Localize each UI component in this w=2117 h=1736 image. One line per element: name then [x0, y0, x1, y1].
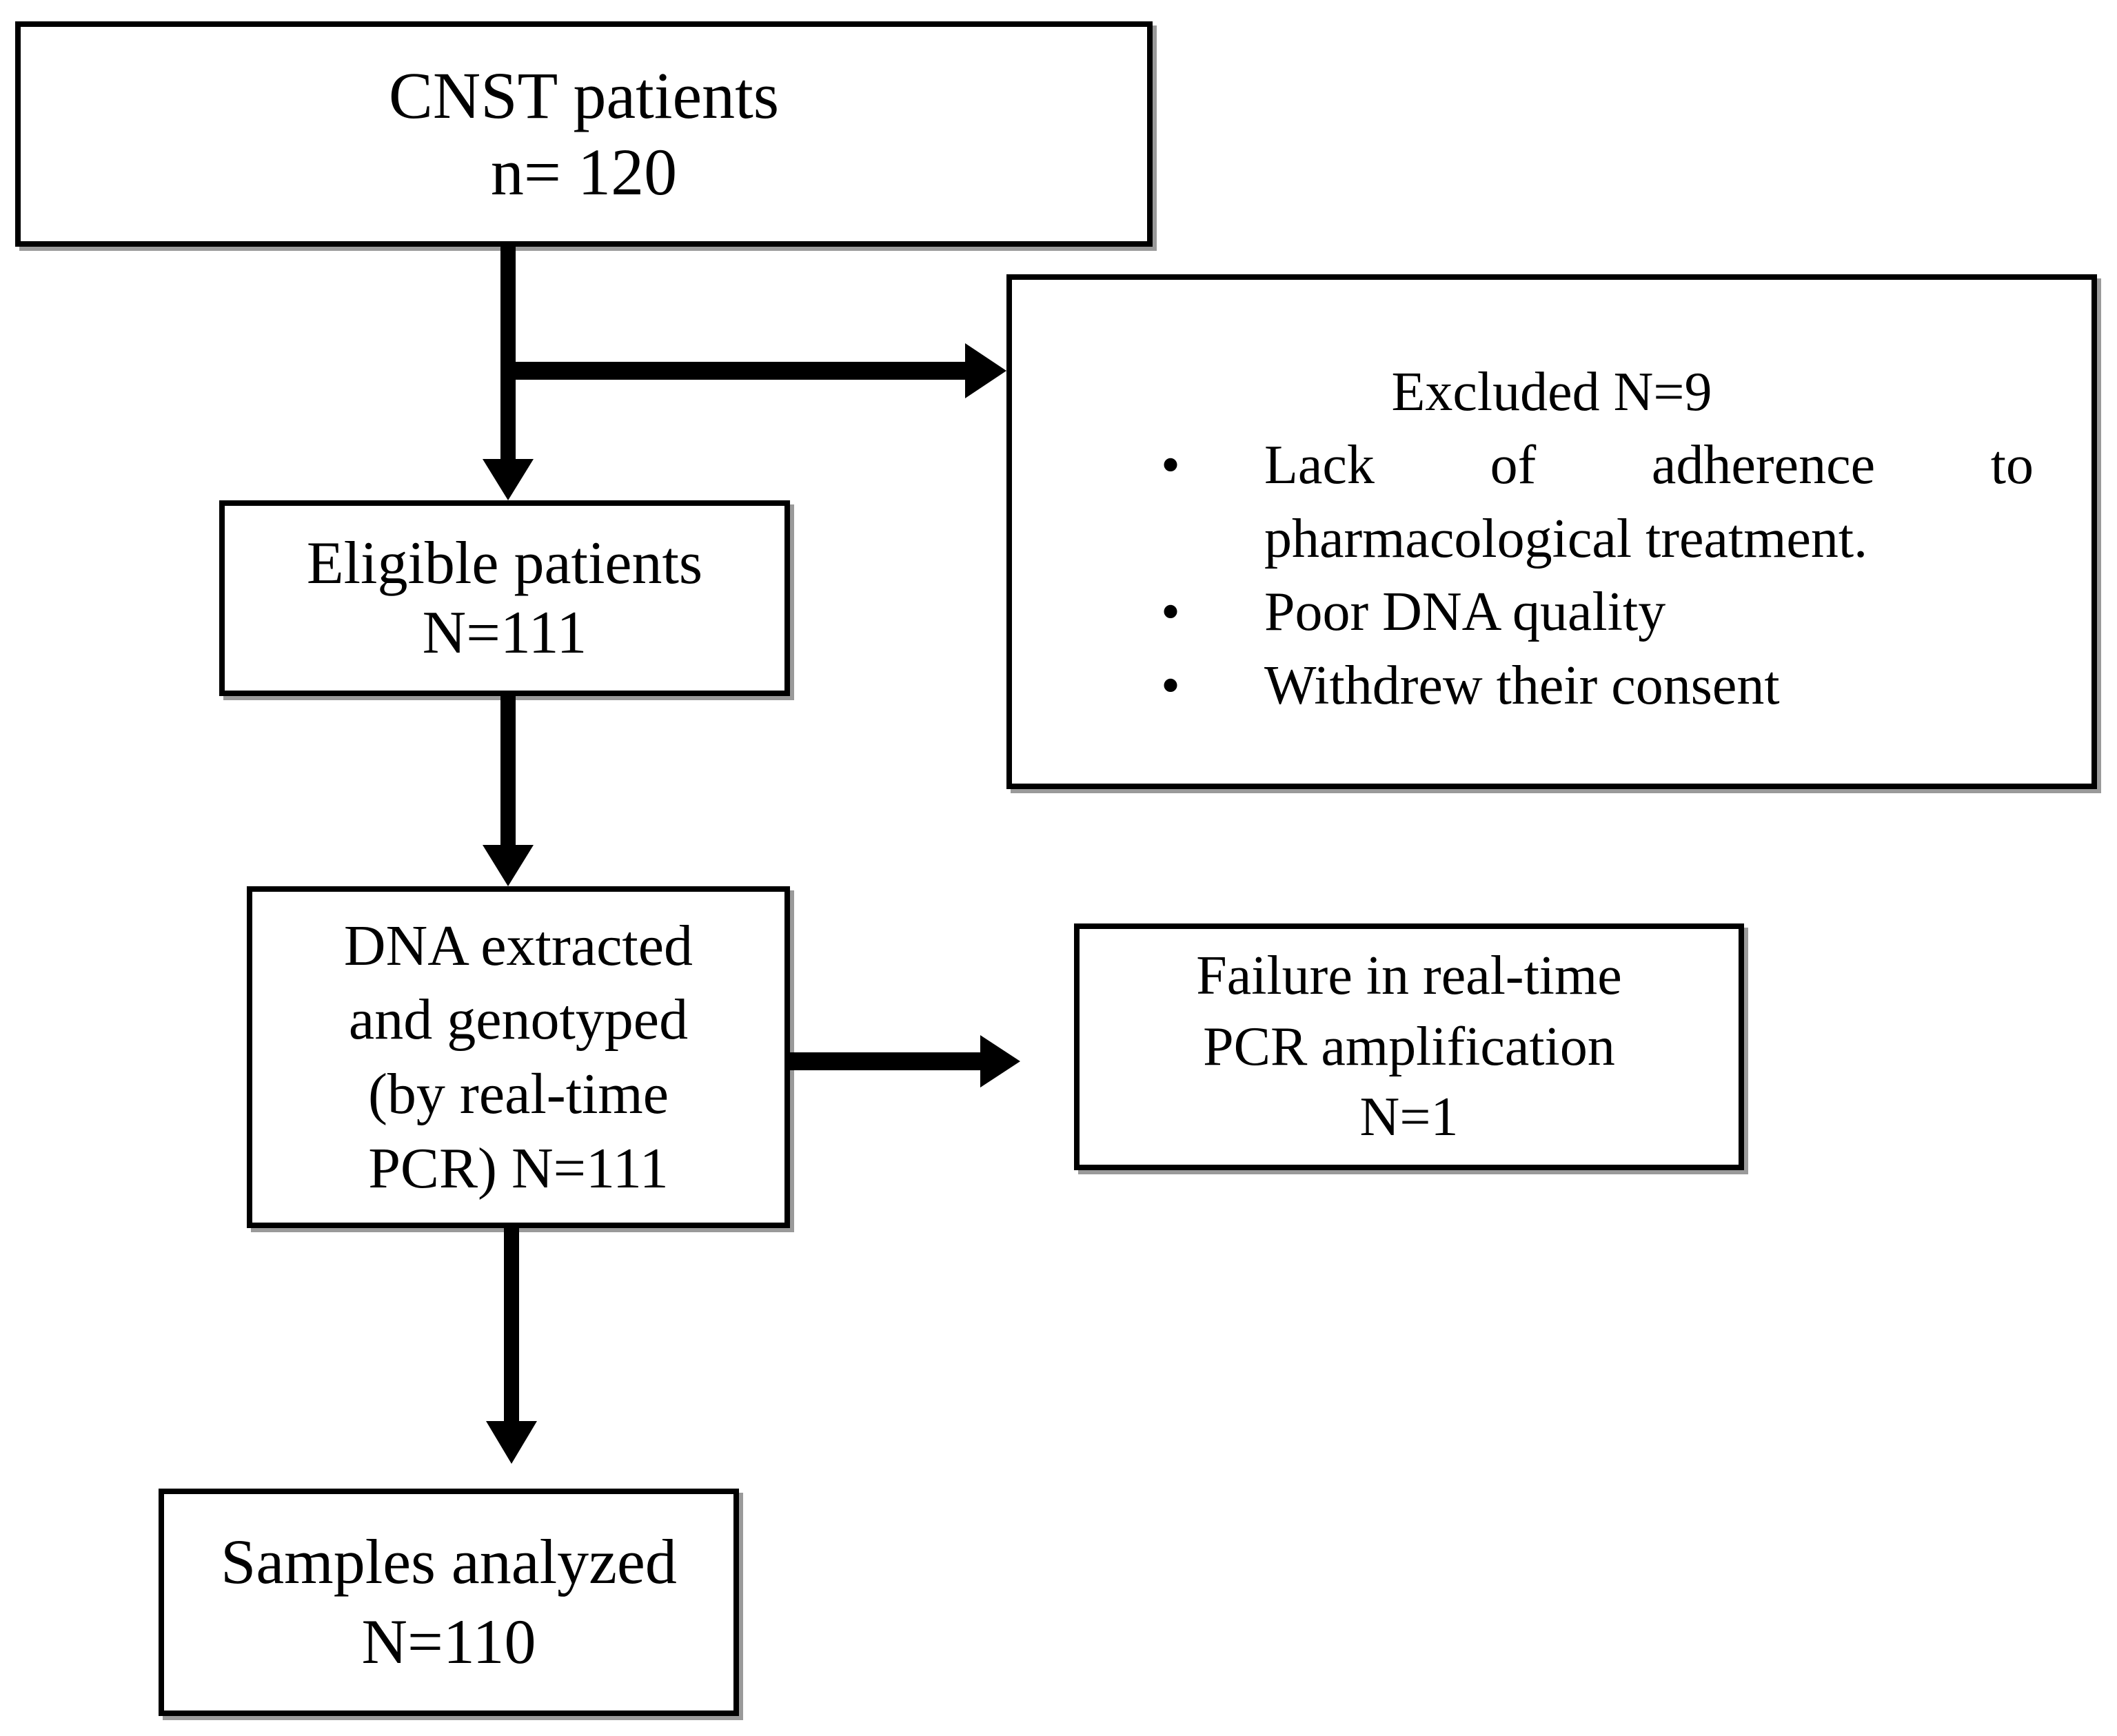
- bullet-icon: •: [1161, 435, 1181, 496]
- node-cnst-line-1: CNST patients: [388, 59, 780, 133]
- excluded-title: Excluded N=9: [1391, 362, 1712, 422]
- bullet-icon: •: [1161, 582, 1181, 643]
- arrow-dna-to-samples-shaft: [504, 1228, 519, 1422]
- node-pcr-failure: Failure in real-time PCR amplification N…: [1074, 923, 1744, 1170]
- bullet-icon: •: [1161, 655, 1181, 716]
- excluded-bullet-list: • Lack of adherence to pharmacological tr…: [1161, 429, 2034, 722]
- arrow-branch-to-excluded-shaft: [508, 362, 966, 380]
- node-samples-line-1: Samples analyzed: [221, 1526, 677, 1597]
- list-item: • Poor DNA quality: [1161, 575, 2034, 649]
- excluded-reason-2: Poor DNA quality: [1264, 582, 1666, 643]
- arrow-right-icon: [980, 1035, 1020, 1087]
- excluded-reason-3: Withdrew their consent: [1264, 655, 1780, 716]
- node-dna-line-4: PCR) N=111: [368, 1136, 669, 1201]
- node-excluded: Excluded N=9 • Lack of adherence to pharm…: [1006, 274, 2097, 789]
- node-cnst-patients: CNST patients n= 120: [15, 21, 1153, 247]
- node-eligible-line-1: Eligible patients: [306, 529, 703, 597]
- node-failure-line-2: PCR amplification: [1203, 1016, 1615, 1077]
- arrow-cnst-to-eligible-shaft: [500, 247, 516, 459]
- node-dna-line-3: (by real-time: [367, 1062, 669, 1126]
- list-item: • Withdrew their consent: [1161, 649, 2034, 722]
- arrow-down-icon: [486, 1421, 537, 1464]
- node-samples-line-2: N=110: [361, 1606, 536, 1677]
- arrow-dna-to-failure-shaft: [790, 1052, 982, 1070]
- node-dna-genotyped: DNA extracted and genotyped (by real-tim…: [247, 886, 790, 1228]
- node-dna-line-1: DNA extracted: [343, 913, 693, 978]
- list-item: • Lack of adherence to pharmacological tr…: [1161, 429, 2034, 575]
- node-failure-line-1: Failure in real-time: [1196, 946, 1622, 1007]
- arrow-down-icon: [483, 459, 534, 500]
- node-eligible-patients: Eligible patients N=111: [219, 500, 790, 696]
- arrow-right-icon: [965, 343, 1006, 398]
- node-failure-line-3: N=1: [1359, 1087, 1459, 1148]
- node-cnst-line-2: n= 120: [490, 134, 678, 209]
- arrow-down-icon: [483, 845, 534, 886]
- node-samples-analyzed: Samples analyzed N=110: [159, 1489, 739, 1716]
- excluded-reason-1: Lack of adherence to pharmacological tre…: [1264, 435, 2034, 569]
- node-dna-line-2: and genotyped: [348, 988, 689, 1052]
- node-eligible-line-2: N=111: [422, 600, 587, 666]
- arrow-eligible-to-dna-shaft: [500, 696, 516, 848]
